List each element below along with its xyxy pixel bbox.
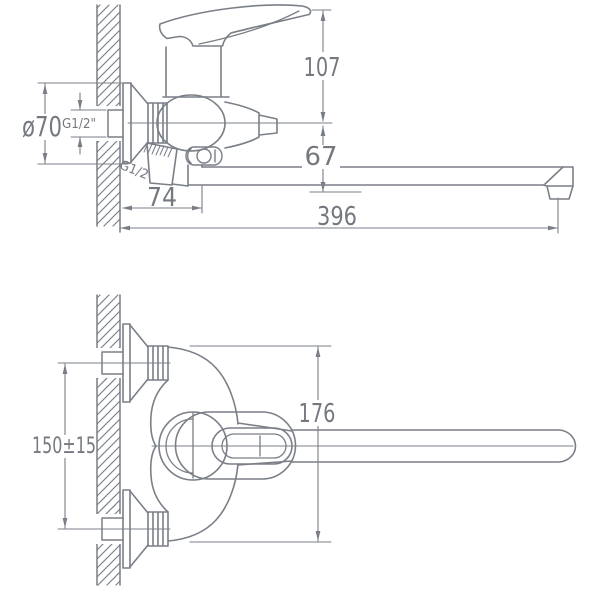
backer-150: [32, 435, 96, 458]
escutcheon-cone: [129, 490, 149, 568]
dim-spout-reach: [120, 197, 559, 234]
label-backers-plan: [32, 400, 338, 458]
escutcheon-cone-side: [130, 83, 149, 163]
arrow-down-icon: [62, 518, 68, 528]
flange-diameter-label: ø70: [22, 110, 62, 143]
faucet-body-side: [143, 4, 312, 187]
dim-body-length: [189, 345, 332, 543]
faucet-body-plan: [149, 346, 297, 542]
diverter-cone: [224, 101, 278, 149]
label-backers-side: [20, 52, 343, 169]
escutcheon-flange: [122, 489, 131, 569]
backer-o70: [20, 114, 64, 140]
labels-side: ø70 G1/2" G1/2 74 396 107 67: [22, 53, 357, 232]
arrow-left-icon: [122, 205, 132, 211]
dimensions-plan: [62, 345, 332, 543]
side-view: ø70 G1/2" G1/2 74 396 107 67: [20, 4, 574, 234]
body-neck-side: [162, 46, 230, 98]
spout-side: [187, 164, 574, 200]
spout-tube-side: [187, 166, 564, 186]
diverter-knob: [185, 146, 223, 166]
wall-section-plan: [94, 294, 121, 586]
inlet-thread-label: G1/2": [62, 117, 96, 132]
arrow-down-icon: [320, 182, 326, 192]
arrow-down-icon: [42, 153, 48, 163]
body-length-label: 176: [299, 399, 336, 429]
body-outline-right-lower: [167, 463, 239, 542]
dim-ext-lines: [122, 185, 203, 214]
shower-thread-label: G1/2: [117, 158, 150, 183]
dim-wall-offset: [122, 185, 203, 214]
handle-lever: [158, 4, 312, 47]
body-outline-right-upper: [167, 346, 239, 425]
dim-ext-lines: [70, 92, 107, 155]
spout-drop-pipe: [187, 164, 203, 186]
backer-176: [296, 400, 338, 426]
backer-67: [302, 145, 340, 169]
spout-tube-plan: [291, 429, 577, 463]
handle-inner-curve: [198, 10, 300, 45]
shower-outlet-stub: [146, 142, 189, 187]
inlet-spacing-label: 150±15: [32, 434, 96, 459]
spout-plan: [291, 429, 577, 463]
arrow-right-icon: [548, 225, 558, 231]
escutcheon-cone: [129, 324, 149, 402]
arrow-up-icon: [315, 347, 321, 357]
arrow-up-icon: [320, 11, 326, 21]
plan-view: 150±15 176: [32, 294, 577, 586]
arrow-down-icon: [315, 531, 321, 541]
arrow-down-icon: [320, 112, 326, 122]
spout-tip-side: [542, 166, 574, 200]
arrow-up-icon: [77, 137, 83, 147]
labels-plan: 150±15 176: [32, 399, 336, 459]
arrow-up-icon: [42, 84, 48, 94]
dim-inlet-thread: [70, 92, 107, 155]
handle-height-label: 107: [304, 53, 341, 83]
spout-root-cone: [237, 422, 293, 466]
inlet-stub-side: [107, 109, 124, 138]
arrow-down-icon: [77, 100, 83, 110]
wall-offset-label: 74: [147, 183, 177, 213]
arrow-up-icon: [320, 126, 326, 136]
spout-drop-label: 67: [305, 142, 338, 172]
arrow-up-icon: [62, 364, 68, 374]
arrow-left-icon: [120, 225, 130, 231]
handle-plan-outer: [174, 411, 297, 480]
spout-reach-label: 396: [317, 202, 357, 232]
arrow-right-icon: [192, 205, 202, 211]
dim-ext-lines: [120, 197, 559, 234]
escutcheon-flange: [122, 323, 131, 403]
diverter-knob-button: [196, 148, 212, 164]
backer-107: [301, 52, 343, 80]
dimensions-side: [37, 9, 559, 234]
dim-ext-lines: [189, 345, 332, 543]
shower-stub-threads: [143, 142, 173, 158]
